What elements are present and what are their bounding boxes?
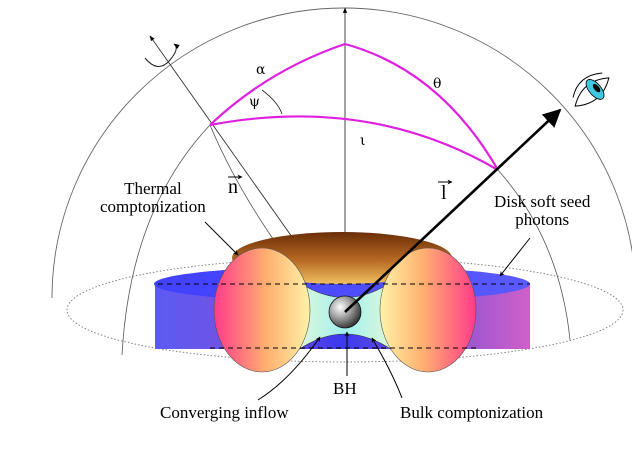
- label-disk-soft-seed-photons: Disk soft seed photons: [494, 193, 590, 229]
- label-theta: θ: [433, 76, 442, 92]
- equator-ellipse: [66, 257, 624, 363]
- psi-angle-arc: [261, 89, 283, 115]
- label-disk-line2: photons: [515, 209, 570, 229]
- arc-theta: [344, 42, 499, 171]
- label-iota: ι: [360, 133, 366, 149]
- label-thermal-comptonization: Thermal comptonization: [100, 180, 206, 216]
- l-vector: [344, 108, 562, 313]
- converging-leader: [257, 336, 321, 401]
- label-bh: BH: [333, 379, 357, 398]
- arc-alpha: [209, 42, 346, 126]
- rotation-arrow: [144, 43, 180, 67]
- bulk-leader: [371, 337, 403, 399]
- label-l-vector: l: [441, 182, 447, 204]
- arc-base: [209, 115, 499, 171]
- blob-right: [379, 247, 477, 373]
- label-bulk-comptonization: Bulk comptonization: [400, 403, 544, 422]
- label-psi: ψ: [249, 94, 260, 110]
- eye-icon: [572, 72, 610, 107]
- meridian-left: [121, 124, 211, 356]
- label-thermal-line2: comptonization: [100, 196, 206, 216]
- label-n-vector: n: [228, 176, 238, 198]
- thermal-leader: [204, 221, 239, 256]
- label-converging-inflow: Converging inflow: [160, 403, 289, 422]
- label-disk-line1: Disk soft seed: [494, 192, 591, 211]
- meridian-right: [497, 169, 571, 341]
- blob-left: [213, 247, 311, 373]
- label-thermal-line1: Thermal: [124, 179, 182, 198]
- label-alpha: α: [256, 62, 266, 78]
- disk-leader: [499, 237, 531, 277]
